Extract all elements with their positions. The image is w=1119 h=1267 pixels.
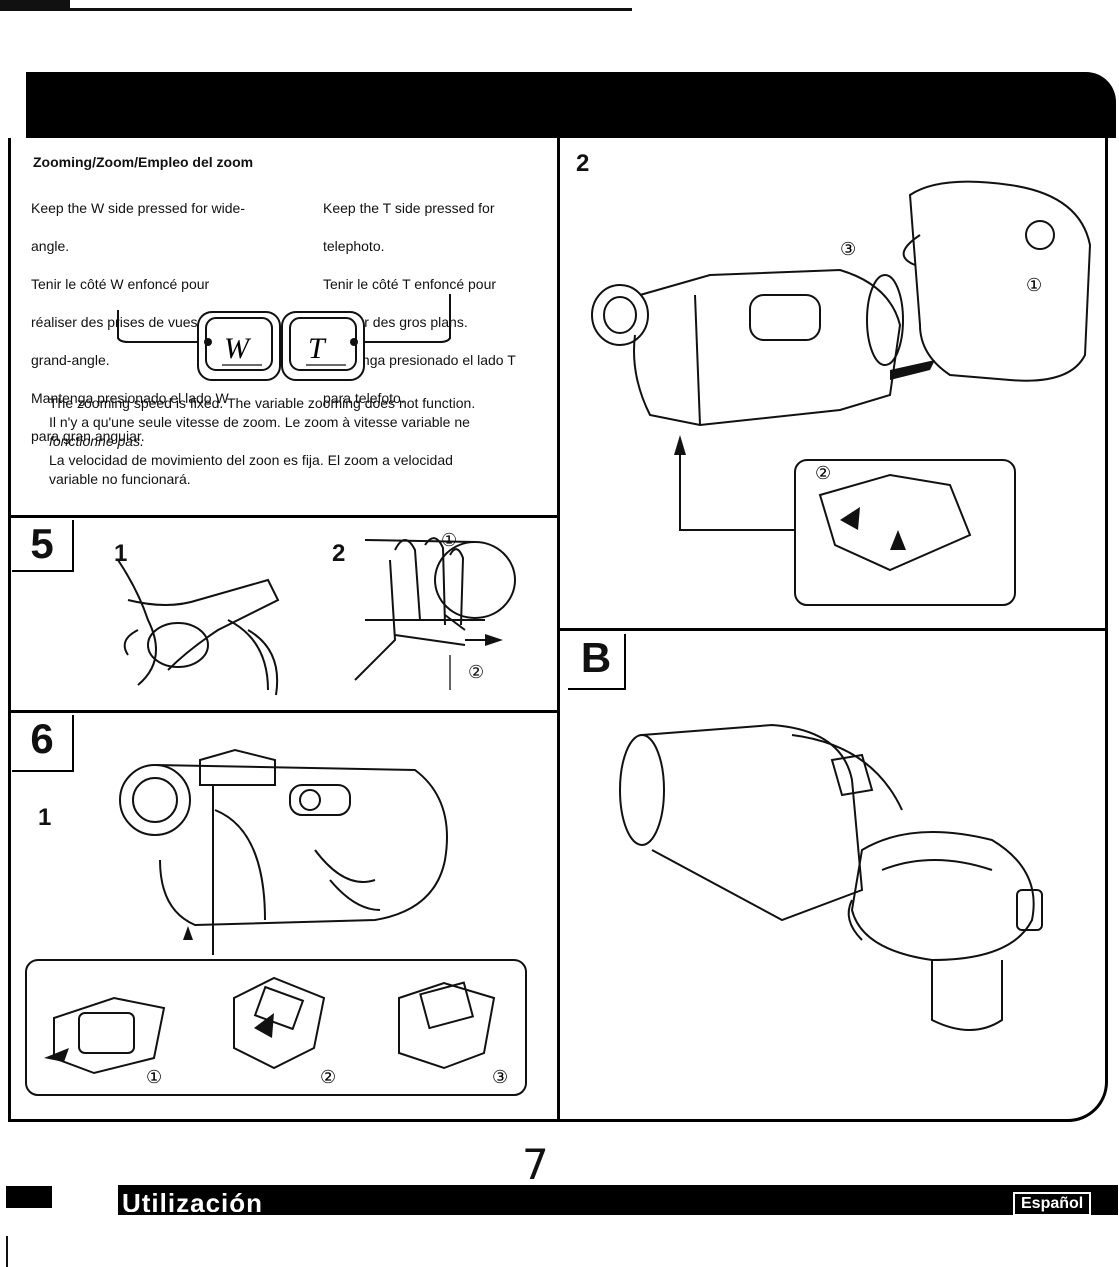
section-6-step-1: 1 (38, 804, 52, 831)
w-line: Mantenga presionado el lado W (31, 390, 229, 406)
t-line: telephoto. (323, 238, 385, 254)
speed-line: La velocidad de movimiento del zoon es f… (49, 452, 453, 468)
latch-circle-2: ② (320, 1067, 336, 1087)
section-5-step-2: 2 (332, 540, 346, 567)
camcorder-insert-illustration: ③ ① ② (591, 180, 1092, 606)
s2-circle-3: ③ (840, 239, 856, 259)
zoom-w-text: Keep the W side pressed for wide- angle.… (31, 180, 301, 465)
speed-line: variable no funcionará. (49, 471, 191, 487)
top-rule-stub (0, 0, 70, 11)
s2-circle-2: ② (815, 463, 831, 483)
speed-line: Il n'y a qu'une seule vitesse de zoom. L… (49, 414, 470, 430)
w-line: grand-angle. (31, 352, 110, 368)
zoom-speed-text: The zooming speed is fixed. The variable… (49, 394, 549, 489)
w-line: Tenir le côté W enfoncé pour (31, 276, 210, 292)
divider-5 (8, 515, 558, 518)
latch-circle-3: ③ (492, 1067, 508, 1087)
section-b-badge: B (568, 634, 626, 690)
w-line: Keep the W side pressed for wide- (31, 200, 245, 216)
housing-open-illustration (619, 723, 1043, 1031)
section-5-circle-2: ② (468, 662, 485, 682)
footer-left-tab (6, 1186, 52, 1208)
section-2-step: 2 (576, 150, 590, 177)
section-5-step-1: 1 (114, 540, 128, 567)
speed-line: The zooming speed is fixed. The variable… (49, 395, 476, 411)
w-line: para gran anguiar. (31, 428, 145, 444)
strap-illustration (117, 559, 280, 696)
housing-latch-illustration: ① ② ③ (25, 959, 527, 1096)
divider-6 (8, 710, 558, 713)
w-line: angle. (31, 238, 70, 254)
latch-circle-1: ① (146, 1067, 162, 1087)
housing-front-illustration (119, 748, 448, 955)
footer-band (118, 1185, 1118, 1215)
section-5-circle-1: ① (441, 530, 458, 550)
top-rule (0, 8, 632, 11)
t-line: Tenir le côté T enfoncé pour (323, 276, 497, 292)
crop-mark (6, 1236, 8, 1267)
section-6-badge: 6 (12, 715, 74, 772)
divider-b (558, 628, 1108, 631)
zoom-title: Zooming/Zoom/Empleo del zoom (33, 154, 254, 170)
hand-strap-illustration (354, 537, 516, 690)
zoom-switch-illustration: W T (117, 294, 451, 381)
section-5-badge: 5 (12, 520, 74, 572)
language-badge: Español (1013, 1192, 1092, 1216)
switch-t-label: T (308, 332, 327, 365)
switch-w-label: W (224, 332, 252, 365)
footer-title: Utilización (122, 1188, 264, 1212)
t-line: Keep the T side pressed for (323, 200, 495, 216)
speed-line: fonctionne pas. (49, 433, 144, 449)
t-line: para telefoto. (323, 390, 405, 406)
header-band (26, 72, 1116, 138)
s2-circle-1: ① (1026, 275, 1042, 295)
page-number: 7 (522, 1140, 549, 1189)
